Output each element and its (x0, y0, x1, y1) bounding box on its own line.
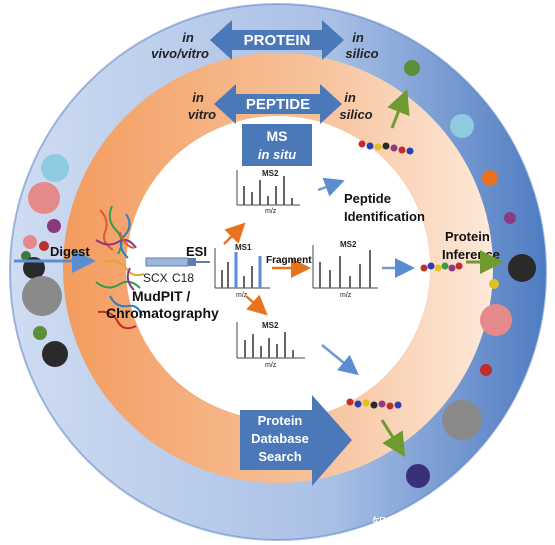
ms1-spectrum: MS1 m/z (214, 243, 270, 299)
watermark-text: 知乎 @上海生物芯片有限... (372, 515, 544, 532)
peptide-identification-label-line1: Peptide (344, 191, 391, 206)
db-label-line3: Search (258, 449, 301, 464)
in-silico-inner-label-line2: silico (339, 107, 372, 122)
scx-label: SCX (143, 271, 168, 285)
ms2-spectrum-bottom: MS2 m/z (236, 321, 305, 369)
mudpit-label-line2: Chromatography (106, 305, 219, 321)
peptide-bead-chain-top (358, 140, 414, 155)
ms1-mz-label: m/z (236, 292, 248, 299)
peptide-fragments (95, 205, 145, 330)
ms2-spectrum-right: MS2 m/z (312, 240, 378, 299)
protein-database-search-arrow: Protein Database Search (240, 395, 352, 486)
ms2-top-label: MS2 (262, 169, 279, 178)
right-protein-circles (404, 60, 536, 488)
ms2-bottom-label: MS2 (262, 321, 279, 330)
c18-label: C18 (172, 271, 194, 285)
fragment-label: Fragment (266, 255, 312, 266)
blue-process-arrows (317, 177, 415, 376)
orange-process-arrows (223, 222, 311, 316)
esi-label: ESI (186, 244, 207, 259)
ms-in-situ-box: MS in situ (242, 124, 312, 166)
in-silico-outer-label-line1: in (352, 30, 364, 45)
digest-label: Digest (50, 244, 90, 259)
ms2-top-mz-label: m/z (265, 208, 277, 215)
peptide-label: PEPTIDE (246, 96, 310, 113)
db-label-line1: Protein (258, 413, 303, 428)
protein-inference-label-line2: Inference (442, 247, 500, 262)
peptide-bead-chain-middle (420, 262, 463, 272)
ms-label: MS (267, 128, 288, 144)
mudpit-label-line1: MudPIT / (132, 288, 190, 304)
protein-double-arrow: PROTEIN (210, 20, 344, 60)
ms2-spectrum-top: MS2 m/z (236, 169, 300, 215)
in-vivo-vitro-label-line2: vivo/vitro (151, 46, 209, 61)
in-vitro-label-line1: in (192, 90, 204, 105)
in-silico-outer-label-line2: silico (345, 46, 378, 61)
ms2-right-mz-label: m/z (340, 292, 352, 299)
peptide-double-arrow: PEPTIDE (214, 84, 342, 124)
in-vitro-label-line2: vitro (188, 107, 216, 122)
db-label-line2: Database (251, 431, 309, 446)
chromatography-column (145, 257, 210, 267)
in-situ-label: in situ (258, 147, 296, 162)
green-arrows (380, 89, 504, 458)
ms1-label: MS1 (235, 243, 252, 252)
ms2-right-label: MS2 (340, 240, 357, 249)
protein-inference-label-line1: Protein (445, 229, 490, 244)
protein-label: PROTEIN (244, 32, 311, 49)
outer-ring-rim (9, 3, 547, 541)
peptide-bead-chain-bottom (346, 398, 402, 410)
peptide-identification-label-line2: Identification (344, 209, 425, 224)
in-vivo-vitro-label-line1: in (182, 30, 194, 45)
ms2-bottom-mz-label: m/z (265, 362, 277, 369)
in-silico-inner-label-line1: in (344, 90, 356, 105)
